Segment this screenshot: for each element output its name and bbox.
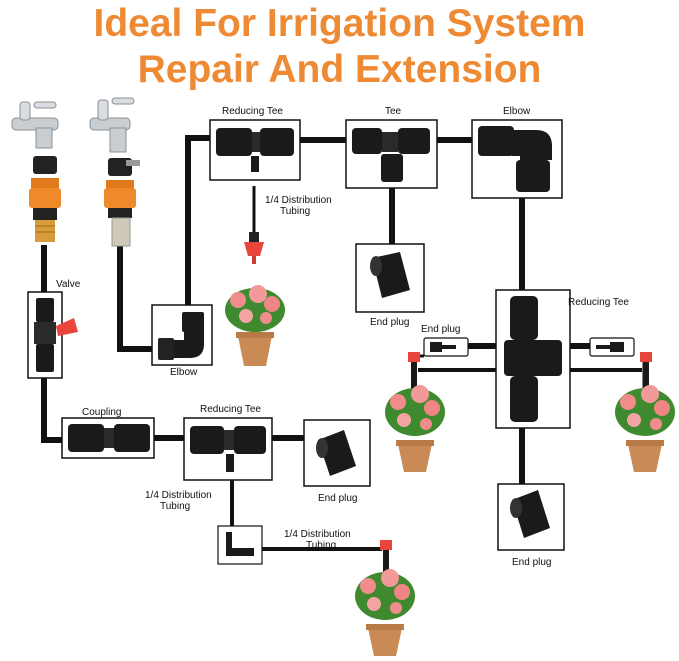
tubing-lines [41, 135, 642, 551]
label-distribution-tubing-top-2: Tubing [280, 206, 311, 217]
title-line-1: Ideal For Irrigation System [93, 2, 586, 45]
label-reducing-tee-right: Reducing Tee [568, 297, 629, 308]
elbow-small-fitting [151, 304, 213, 366]
label-tee-top: Tee [385, 106, 402, 117]
label-distribution-tubing-left-1: 1/4 Distribution [145, 490, 212, 501]
end-plug-right-fitting [497, 483, 565, 551]
dripper-top-icon [244, 232, 264, 264]
label-distribution-tubing-bottom-2: Tubing [306, 540, 337, 551]
label-end-plug-bottom: End plug [318, 493, 358, 504]
tee-top-fitting [345, 119, 438, 189]
title-line-2: Repair And Extension [137, 48, 542, 91]
faucet-right-icon [89, 97, 140, 247]
flower-pot-right-icon [615, 385, 675, 472]
end-plug-small-left-fitting [423, 337, 469, 357]
elbow-top-fitting [471, 119, 563, 199]
reducing-tee-top-fitting [209, 119, 301, 181]
coupling-fitting [61, 417, 155, 459]
flower-pot-bottom-icon [355, 569, 415, 656]
label-elbow-small: Elbow [170, 367, 198, 378]
label-distribution-tubing-left-2: Tubing [160, 501, 191, 512]
label-reducing-tee-top: Reducing Tee [222, 106, 283, 117]
flower-pot-top-icon [225, 285, 285, 366]
reducing-tee-right-fitting [495, 289, 571, 429]
end-plug-bottom-fitting [303, 419, 371, 487]
label-end-plug-mid: End plug [370, 317, 410, 328]
label-end-plug-right: End plug [512, 557, 552, 568]
label-distribution-tubing-bottom-1: 1/4 Distribution [284, 529, 351, 540]
reducing-tee-bottom-fitting [183, 417, 273, 481]
label-valve: Valve [56, 279, 81, 290]
label-elbow-top: Elbow [503, 106, 531, 117]
end-plug-mid-fitting [355, 243, 425, 313]
faucet-left-icon [11, 101, 61, 242]
end-plug-small-right-fitting [589, 337, 635, 357]
flower-pot-left-icon [385, 385, 445, 472]
label-coupling: Coupling [82, 407, 122, 418]
valve-fitting [27, 291, 78, 379]
label-reducing-tee-bottom: Reducing Tee [200, 404, 261, 415]
label-distribution-tubing-top-1: 1/4 Distribution [265, 195, 332, 206]
elbow-quarter-fitting [217, 525, 263, 565]
label-end-plug-small: End plug [421, 324, 461, 335]
